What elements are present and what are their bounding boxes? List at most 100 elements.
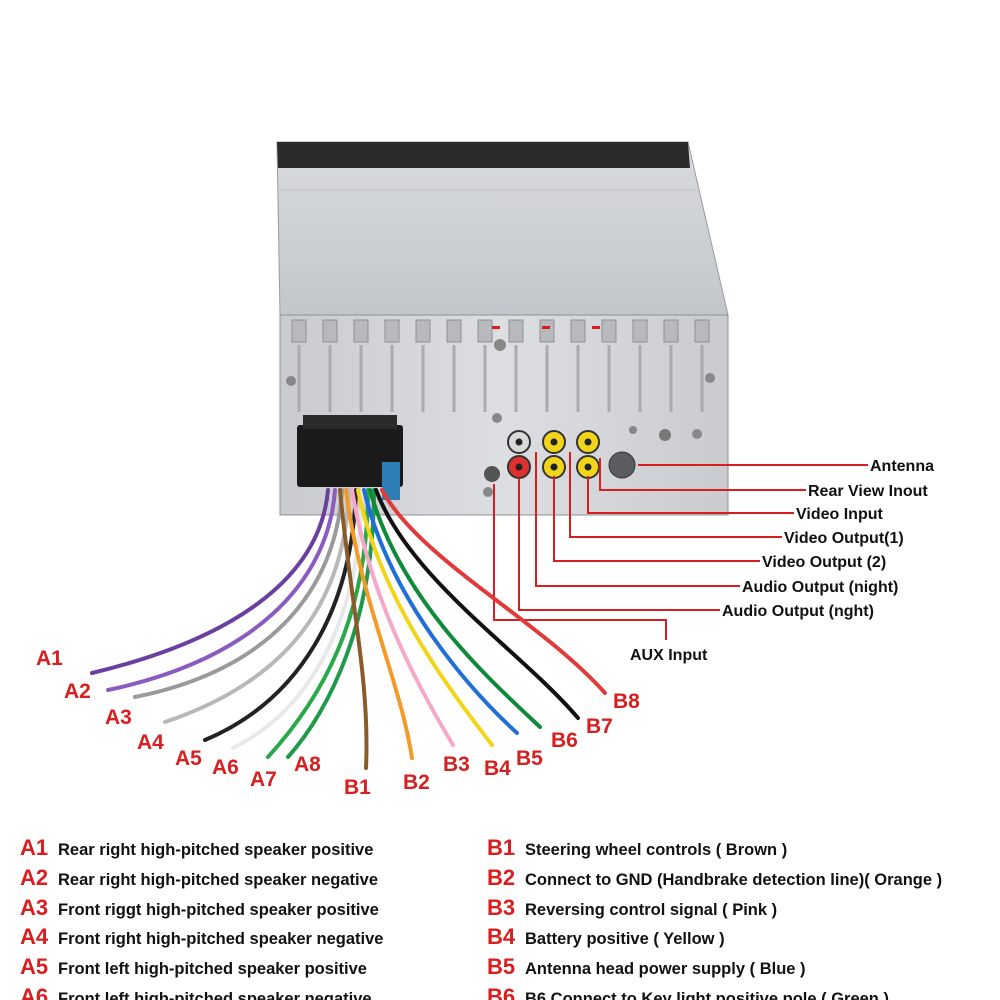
legend-text: Front left high-pitched speaker positive bbox=[58, 960, 367, 979]
wire-a2 bbox=[106, 488, 337, 692]
red-marker bbox=[542, 326, 550, 329]
legend-right: B1 Steering wheel controls ( Brown ) B2 Co… bbox=[487, 835, 997, 1000]
head-unit bbox=[276, 141, 729, 516]
callout-line bbox=[599, 458, 806, 491]
wire-b8 bbox=[380, 488, 607, 695]
legend-code: A4 bbox=[20, 924, 49, 950]
legend-row: B3 Reversing control signal ( Pink ) bbox=[487, 895, 997, 925]
legend-row: A5 Front left high-pitched speaker positi… bbox=[20, 954, 500, 984]
harness-connector bbox=[297, 425, 403, 487]
wire-label-a7: A7 bbox=[250, 768, 277, 791]
legend-code: A5 bbox=[20, 954, 49, 980]
wire-label-a4: A4 bbox=[137, 731, 164, 754]
callout-line bbox=[553, 476, 760, 562]
legend-text: Rear right high-pitched speaker positive bbox=[58, 841, 374, 859]
mount-hole bbox=[692, 429, 702, 439]
legend-text: Rear right high-pitched speaker negative bbox=[58, 870, 378, 889]
legend-row: A4 Front right high-pitched speaker negat… bbox=[20, 924, 500, 954]
callout-line bbox=[518, 478, 720, 611]
wire-b6 bbox=[368, 488, 542, 729]
legend-text: Antenna head power supply ( Blue ) bbox=[525, 960, 806, 979]
harness-connector-lip bbox=[303, 415, 397, 429]
cooling-fin bbox=[291, 319, 307, 343]
cooling-fin bbox=[694, 319, 710, 343]
callout-line bbox=[587, 476, 794, 514]
mount-hole bbox=[483, 487, 493, 497]
port-labels: Antenna Rear View Inout Video Input Vide… bbox=[630, 458, 934, 664]
cooling-fin bbox=[508, 319, 524, 343]
port-label-antenna: Antenna bbox=[870, 458, 934, 475]
wire-a6 bbox=[231, 488, 364, 750]
wire-label-b5: B5 bbox=[516, 747, 543, 770]
legend-row: B5 Antenna head power supply ( Blue ) bbox=[487, 954, 997, 984]
rca-jack-pin bbox=[584, 438, 592, 446]
legend-code: B2 bbox=[487, 864, 516, 890]
legend-code: B1 bbox=[487, 835, 516, 860]
wire-label-a5: A5 bbox=[175, 747, 202, 770]
cooling-fin bbox=[446, 319, 462, 343]
legend-code: A6 bbox=[20, 983, 49, 1000]
mount-hole bbox=[286, 376, 296, 386]
legend-code: B6 bbox=[487, 983, 516, 1000]
wire-label-b6: B6 bbox=[551, 729, 578, 752]
wire-b4 bbox=[356, 488, 494, 747]
cooling-fin bbox=[322, 319, 338, 343]
legend-text: Front left high-pitched speaker negative bbox=[58, 989, 372, 1000]
legend-row: B2 Connect to GND (Handbrake detection li… bbox=[487, 865, 997, 895]
port-callouts bbox=[493, 452, 868, 640]
port-label-video-output-1: Video Output(1) bbox=[784, 530, 904, 547]
wire-a3 bbox=[133, 488, 344, 699]
antenna-socket bbox=[608, 451, 636, 479]
legend-text: Front right high-pitched speaker negativ… bbox=[58, 930, 384, 949]
legend-code: A2 bbox=[20, 864, 49, 890]
legend-code: B5 bbox=[487, 954, 516, 980]
cooling-fin bbox=[384, 319, 400, 343]
wire-labels: A1 A2 A3 A4 A5 A6 A7 A8 B1 B2 B3 B4 B5 B… bbox=[36, 647, 640, 799]
wire-label-b8: B8 bbox=[613, 690, 640, 713]
red-marker bbox=[492, 326, 500, 329]
wire-label-a8: A8 bbox=[294, 753, 321, 776]
port-label-aux-input: AUX Input bbox=[630, 647, 708, 664]
cooling-fin bbox=[601, 319, 617, 343]
cooling-fins bbox=[291, 319, 710, 412]
wire-b1 bbox=[338, 488, 369, 770]
port-label-audio-output-nght: Audio Output (nght) bbox=[722, 603, 874, 620]
legend-row: B4 Battery positive ( Yellow ) bbox=[487, 924, 997, 954]
harness-wires bbox=[90, 488, 607, 770]
callout-line bbox=[569, 452, 782, 538]
wire-b3 bbox=[350, 488, 455, 747]
rca-jack-pin bbox=[515, 438, 523, 446]
cooling-fin bbox=[353, 319, 369, 343]
legend-text: Connect to GND (Handbrake detection line… bbox=[525, 870, 943, 889]
rca-jack-pin bbox=[515, 463, 523, 471]
harness-clip bbox=[382, 462, 400, 500]
legend-code: B4 bbox=[487, 924, 516, 950]
wire-a7 bbox=[266, 488, 370, 759]
wire-b2 bbox=[344, 488, 414, 760]
wire-label-a6: A6 bbox=[212, 756, 239, 779]
red-marker bbox=[592, 326, 600, 329]
mount-hole bbox=[659, 429, 671, 441]
legend-code: B3 bbox=[487, 894, 516, 920]
wire-label-b3: B3 bbox=[443, 753, 470, 776]
port-label-video-input: Video Input bbox=[796, 506, 883, 523]
wire-b5 bbox=[362, 488, 519, 735]
port-label-video-output-2: Video Output (2) bbox=[762, 554, 886, 571]
legend-text: Battery positive ( Yellow ) bbox=[525, 930, 725, 949]
wire-label-b7: B7 bbox=[586, 715, 613, 738]
wire-label-b4: B4 bbox=[484, 757, 511, 780]
legend-text: Steering wheel controls ( Brown ) bbox=[525, 841, 788, 859]
legend-text: Reversing control signal ( Pink ) bbox=[525, 900, 778, 919]
wire-a1 bbox=[90, 488, 330, 675]
cooling-fin bbox=[539, 319, 555, 343]
rca-jack-pin bbox=[584, 463, 592, 471]
cooling-fin bbox=[663, 319, 679, 343]
wire-label-a2: A2 bbox=[64, 680, 91, 703]
mount-hole bbox=[494, 339, 506, 351]
rca-jack-pin bbox=[550, 438, 558, 446]
